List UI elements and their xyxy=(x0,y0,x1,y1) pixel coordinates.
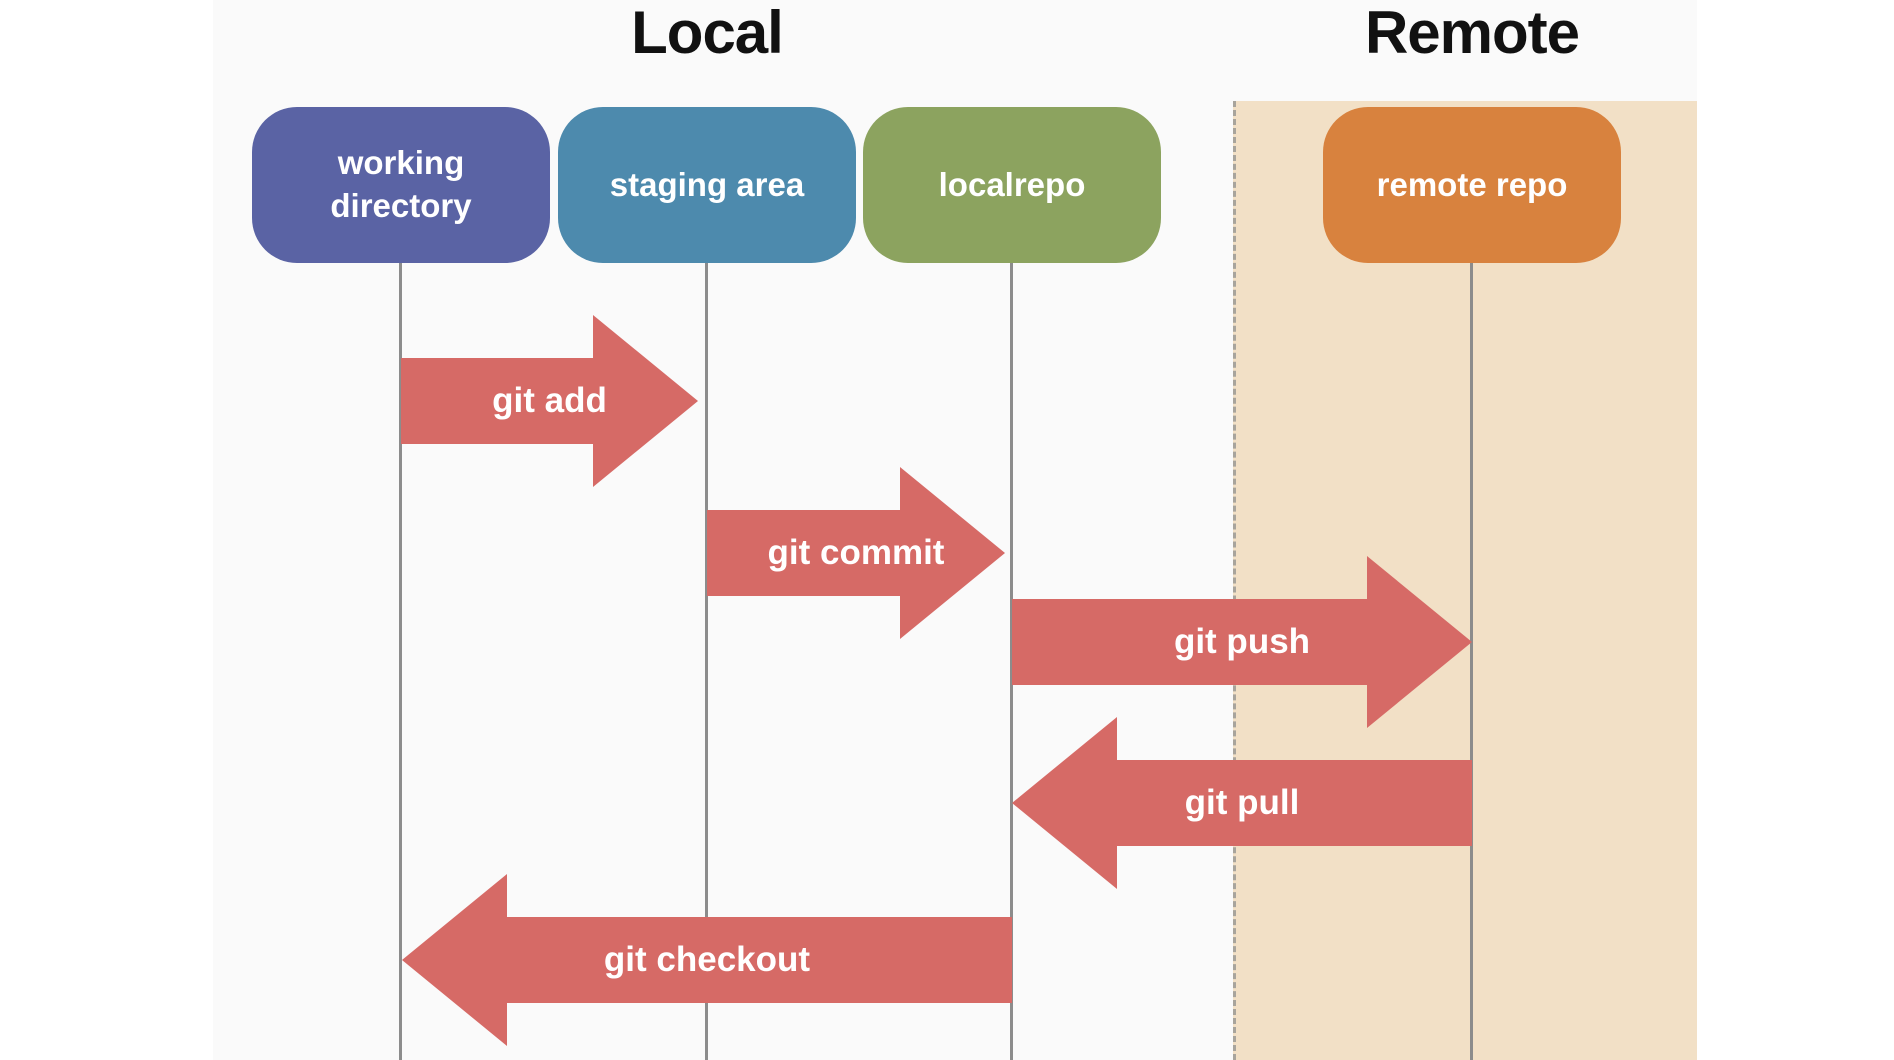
node-working-directory: working directory xyxy=(252,107,550,263)
title-remote: Remote xyxy=(1364,0,1580,66)
arrow-git-checkout-label: git checkout xyxy=(603,940,811,979)
arrow-git-push-label: git push xyxy=(1173,622,1311,661)
arrow-git-checkout-head xyxy=(402,874,507,1046)
lifeline-staging-area xyxy=(705,263,708,1060)
node-localrepo: localrepo xyxy=(863,107,1161,263)
arrow-git-pull-label: git pull xyxy=(1184,783,1300,822)
lifeline-localrepo xyxy=(1010,263,1013,1060)
node-remote-repo: remote repo xyxy=(1323,107,1621,263)
title-local: Local xyxy=(631,0,784,66)
arrow-git-checkout-body xyxy=(507,917,1012,1003)
arrow-git-pull-head xyxy=(1012,717,1117,889)
arrow-git-pull-body xyxy=(1117,760,1472,846)
lifeline-working-directory xyxy=(399,263,402,1060)
arrow-git-add-label: git add xyxy=(492,381,607,420)
arrow-git-commit-label: git commit xyxy=(767,533,945,572)
node-staging-area: staging area xyxy=(558,107,856,263)
arrow-git-commit-body xyxy=(707,510,900,596)
arrow-git-add-body xyxy=(401,358,593,444)
arrow-git-push-body xyxy=(1012,599,1367,685)
arrow-git-commit-head xyxy=(900,467,1005,639)
arrow-git-push-head xyxy=(1367,556,1472,728)
arrow-git-add-head xyxy=(593,315,698,487)
